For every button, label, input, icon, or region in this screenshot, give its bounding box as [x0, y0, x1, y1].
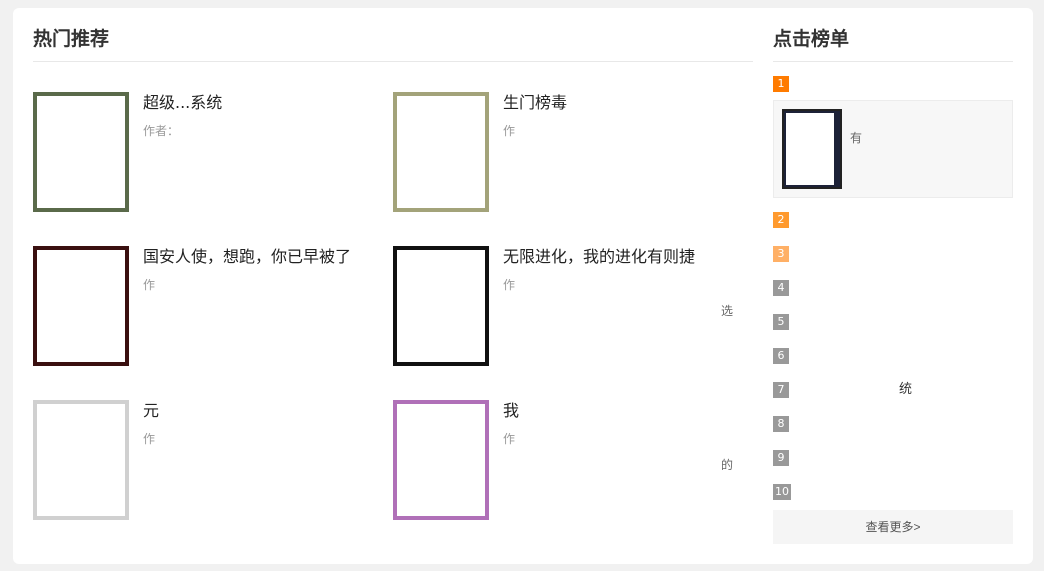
book-title[interactable]: 无限进化，我的进化有则捷 — [503, 247, 696, 266]
book-card[interactable]: 生门榜毒 作 — [393, 92, 733, 212]
rank-number: 4 — [773, 280, 789, 296]
book-author: 作 — [503, 432, 516, 446]
rank-item[interactable]: 8 — [773, 415, 1013, 433]
book-cover[interactable] — [33, 92, 129, 212]
book-desc: 的 — [720, 458, 733, 472]
content-panel: 热门推荐 超级...系统 作者： 生门榜毒 作 国安人使，想跑，你已早被了 作 … — [13, 8, 1033, 564]
feature-text: 有 — [850, 131, 863, 145]
book-card[interactable]: 超级...系统 作者： — [33, 92, 373, 212]
rank-item[interactable]: 1 — [773, 75, 1013, 93]
rank-number: 8 — [773, 416, 789, 432]
book-author: 作 — [503, 278, 516, 292]
rank-number: 2 — [773, 212, 789, 228]
book-title[interactable]: 元 — [143, 401, 160, 420]
book-desc — [143, 148, 373, 184]
rank-item[interactable]: 2 — [773, 211, 1013, 229]
hot-recommend-section: 热门推荐 超级...系统 作者： 生门榜毒 作 国安人使，想跑，你已早被了 作 … — [33, 8, 753, 520]
book-card[interactable]: 我 作 的 — [393, 400, 733, 520]
book-author: 作者： — [143, 124, 180, 138]
rank-item[interactable]: 9 — [773, 449, 1013, 467]
book-cover[interactable] — [393, 400, 489, 520]
rank-item[interactable]: 10 — [773, 483, 1013, 501]
book-desc — [143, 302, 373, 338]
rank-item[interactable]: 4 — [773, 279, 1013, 297]
book-desc: 选 — [720, 304, 733, 318]
book-title[interactable]: 生门榜毒 — [503, 93, 568, 112]
book-card[interactable]: 国安人使，想跑，你已早被了 作 — [33, 246, 373, 366]
book-desc — [503, 148, 733, 184]
rank-number: 7 — [773, 382, 789, 398]
book-desc — [143, 456, 373, 492]
rank-item[interactable]: 5 — [773, 313, 1013, 331]
rank-number: 1 — [773, 76, 789, 92]
rank-section-title: 点击榜单 — [773, 8, 1013, 62]
view-more-button[interactable]: 查看更多> — [773, 510, 1013, 544]
rank-number: 3 — [773, 246, 789, 262]
book-author: 作 — [143, 278, 156, 292]
book-cover[interactable] — [393, 92, 489, 212]
book-title[interactable]: 国安人使，想跑，你已早被了 — [143, 247, 352, 266]
book-author: 作 — [503, 124, 516, 138]
book-cover[interactable] — [33, 400, 129, 520]
book-card[interactable]: 无限进化，我的进化有则捷 作 选 — [393, 246, 733, 366]
book-title[interactable]: 超级...系统 — [143, 93, 223, 112]
hot-section-title: 热门推荐 — [33, 8, 753, 62]
rank-item[interactable]: 3 — [773, 245, 1013, 263]
book-card[interactable]: 元 作 — [33, 400, 373, 520]
book-author: 作 — [143, 432, 156, 446]
feature-book-cover[interactable] — [782, 109, 842, 189]
rank-number: 6 — [773, 348, 789, 364]
rank-number: 5 — [773, 314, 789, 330]
book-cover[interactable] — [33, 246, 129, 366]
rank-number: 10 — [773, 484, 791, 500]
rank-number: 9 — [773, 450, 789, 466]
rank-item[interactable]: 6 — [773, 347, 1013, 365]
book-title[interactable]: 我 — [503, 401, 520, 420]
rank-title[interactable]: 统 — [899, 382, 913, 397]
book-cover[interactable] — [393, 246, 489, 366]
rank-feature-card[interactable]: 有 — [773, 100, 1013, 198]
